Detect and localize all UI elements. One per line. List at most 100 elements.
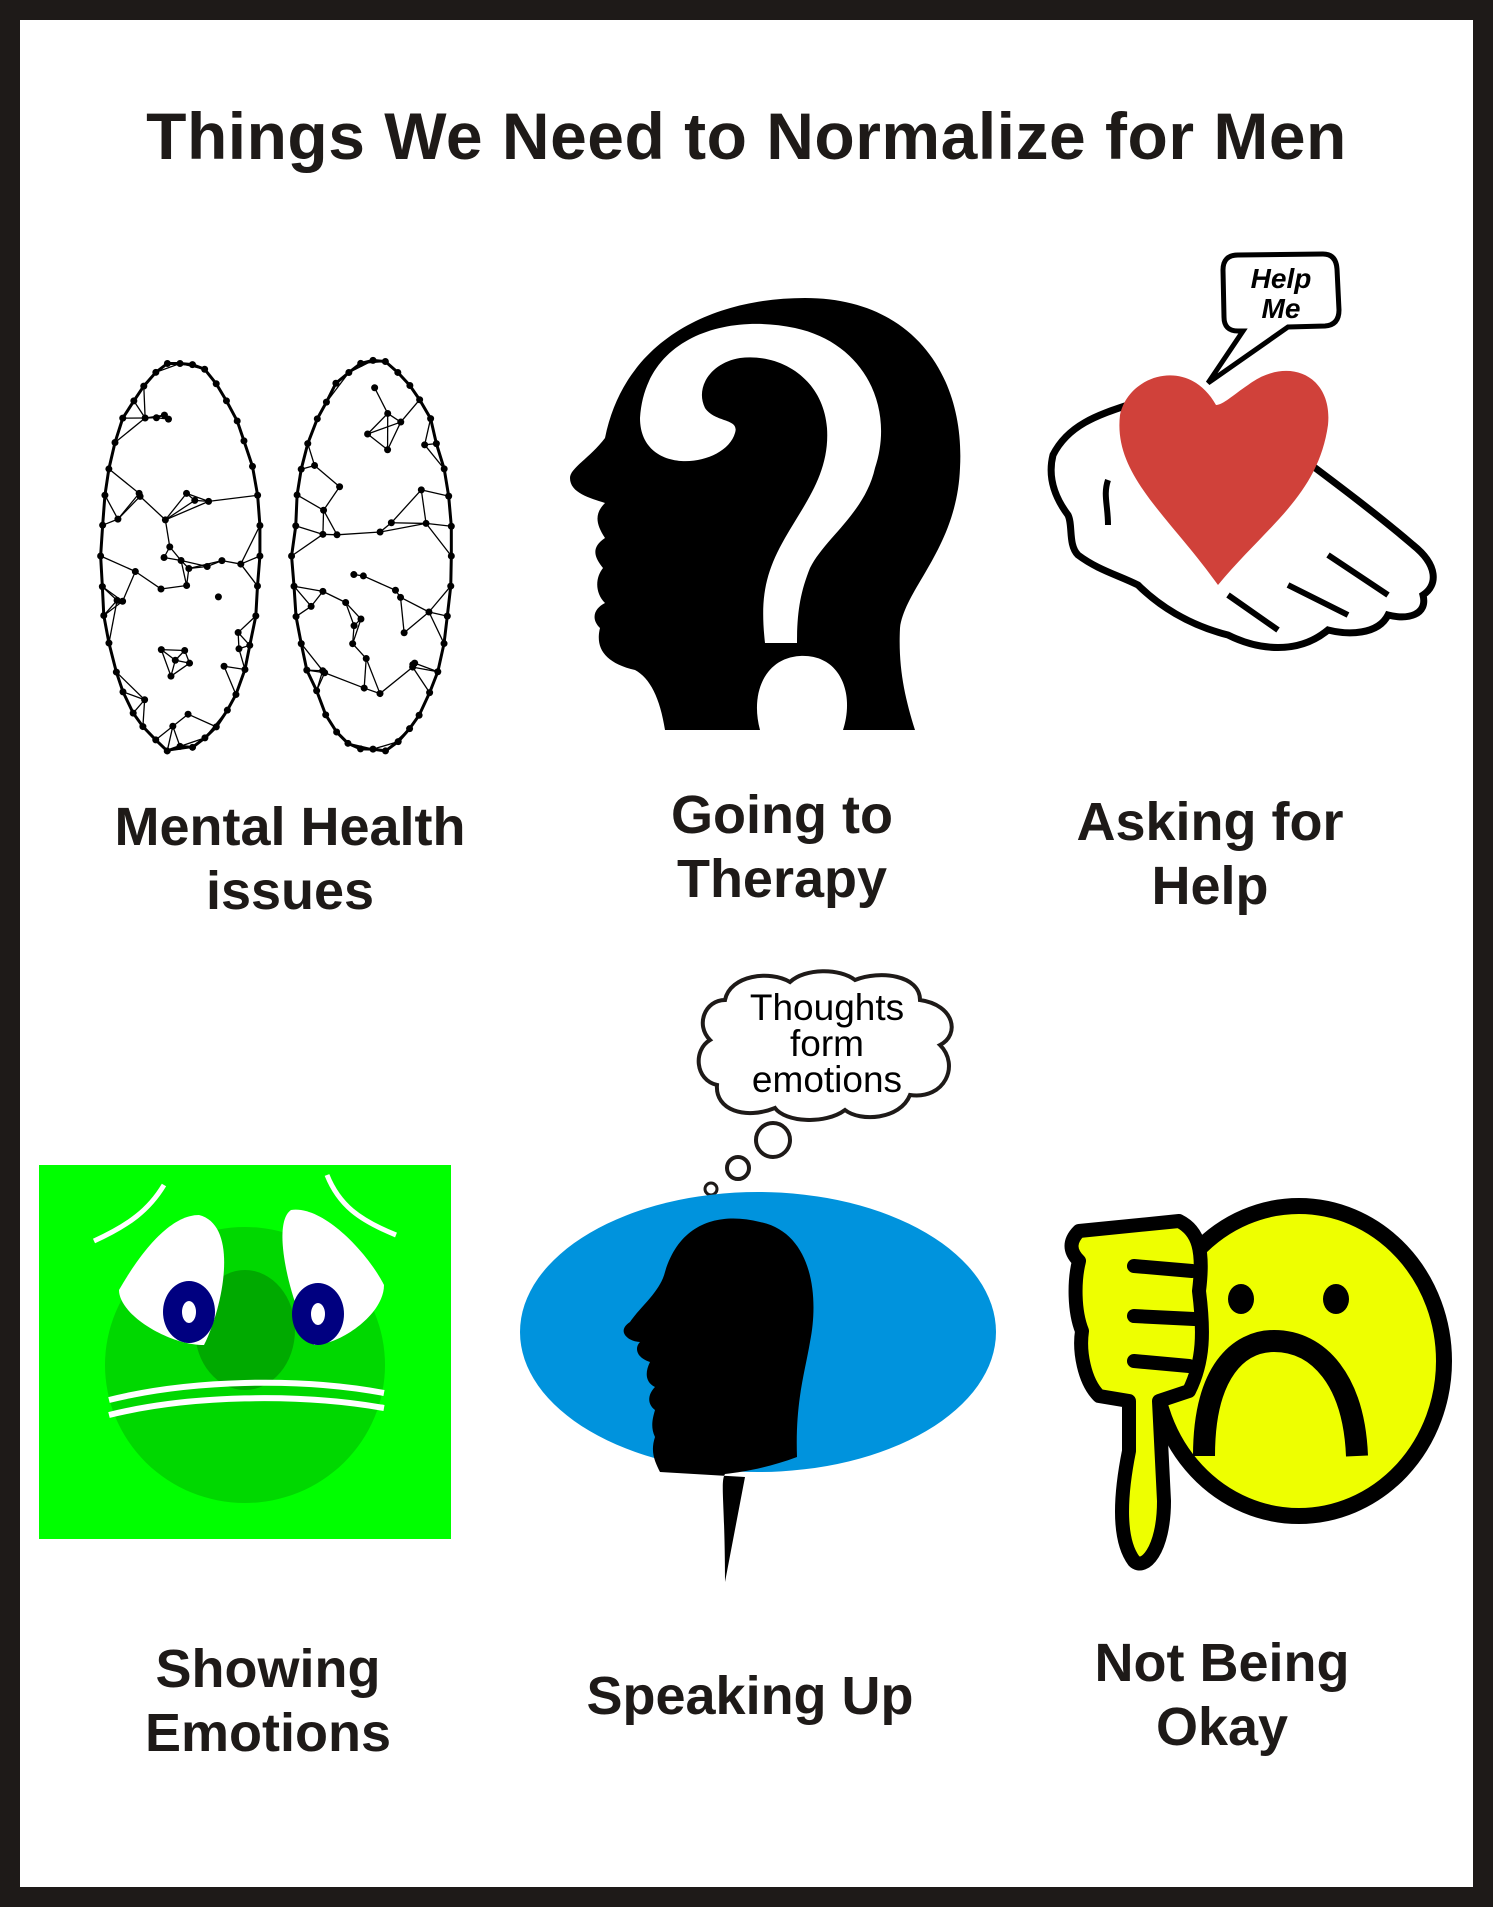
- brain-node: [297, 465, 305, 473]
- brain-node: [409, 661, 417, 669]
- brain-node: [371, 384, 379, 392]
- speech-bubble-help-me: Help Me: [1205, 251, 1342, 386]
- brain-node: [99, 521, 107, 529]
- brain-node: [426, 689, 434, 697]
- brain-node: [406, 382, 414, 390]
- brain-node: [254, 491, 262, 499]
- brain-node: [212, 723, 220, 731]
- brain-node: [384, 446, 392, 454]
- brain-node: [297, 640, 305, 648]
- brain-node: [233, 417, 241, 425]
- brain-node: [212, 380, 220, 388]
- brain-node: [391, 586, 399, 594]
- brain-node: [320, 506, 328, 514]
- brain-node: [253, 582, 261, 590]
- brain-node: [184, 710, 192, 718]
- brain-node: [240, 437, 248, 445]
- brain-node: [152, 736, 160, 744]
- brain-node: [248, 462, 256, 470]
- brain-node: [119, 414, 127, 422]
- brain-node: [157, 646, 165, 654]
- brain-node: [445, 492, 453, 500]
- brain-node: [201, 734, 209, 742]
- brain-node: [319, 530, 327, 538]
- thought-cloud: Thoughts form emotions: [696, 969, 954, 1197]
- brain-network-icon: [97, 356, 455, 755]
- brain-node: [157, 585, 165, 593]
- brain-node: [214, 593, 222, 601]
- brain-node: [135, 489, 143, 497]
- poster-title: Things We Need to Normalize for Men: [146, 99, 1347, 173]
- brain-node: [201, 365, 209, 373]
- brain-node: [447, 522, 455, 530]
- brain-node: [304, 440, 312, 448]
- brain-node: [394, 368, 402, 376]
- brain-node: [105, 465, 113, 473]
- label-line: Mental Health: [114, 797, 466, 857]
- brain-node: [336, 483, 344, 491]
- brain-node: [313, 687, 321, 695]
- brain-node: [397, 418, 405, 426]
- brain-node: [139, 723, 147, 731]
- brain-node: [440, 640, 448, 648]
- brain-node: [333, 531, 341, 539]
- label-line: issues: [205, 861, 375, 921]
- brain-node: [203, 563, 211, 571]
- brain-node: [406, 725, 414, 733]
- brain-node: [288, 552, 296, 560]
- brain-node: [333, 728, 341, 736]
- brain-node: [422, 519, 430, 527]
- svg-text:Thoughts: Thoughts: [750, 987, 904, 1028]
- brain-node: [161, 516, 169, 524]
- brain-node: [256, 552, 264, 560]
- brain-node: [434, 668, 442, 676]
- brain-node: [394, 738, 402, 746]
- svg-text:Me: Me: [1262, 293, 1301, 324]
- brain-node: [319, 587, 327, 595]
- brain-node: [163, 747, 171, 755]
- brain-node: [166, 543, 174, 551]
- brain-node: [140, 382, 148, 390]
- brain-node: [111, 439, 119, 447]
- brain-node: [443, 612, 451, 620]
- brain-node: [112, 668, 120, 676]
- brain-node: [376, 690, 384, 698]
- brain-node: [290, 582, 298, 590]
- brain-node: [293, 491, 301, 499]
- brain-node: [98, 583, 106, 591]
- brain-node: [218, 557, 226, 565]
- brain-node: [447, 552, 455, 560]
- brain-node: [152, 414, 160, 422]
- brain-node: [357, 359, 365, 367]
- label-line: Showing: [155, 1639, 381, 1699]
- brain-node: [188, 361, 196, 369]
- brain-node: [381, 747, 389, 755]
- brain-node: [131, 568, 139, 576]
- svg-text:form: form: [790, 1023, 864, 1064]
- label-line: Emotions: [144, 1703, 391, 1763]
- brain-node: [186, 659, 194, 667]
- brain-node: [369, 356, 377, 364]
- label-speaking-up: Speaking Up: [530, 1664, 970, 1728]
- brain-node: [321, 669, 329, 677]
- brain-node: [397, 593, 405, 601]
- brain-node: [364, 430, 372, 438]
- brain-node: [384, 409, 392, 417]
- brain-node: [234, 629, 242, 637]
- hand-holding-heart-icon: Help Me: [1047, 251, 1437, 651]
- brain-node: [344, 739, 352, 747]
- brain-node: [350, 571, 358, 579]
- brain-node: [362, 655, 370, 663]
- brain-node: [205, 497, 213, 505]
- brain-node: [432, 440, 440, 448]
- brain-node: [181, 646, 189, 654]
- brain-node: [235, 645, 243, 653]
- brain-node: [252, 612, 260, 620]
- brain-node: [342, 599, 350, 607]
- brain-node: [350, 622, 358, 630]
- brain-node: [101, 491, 109, 499]
